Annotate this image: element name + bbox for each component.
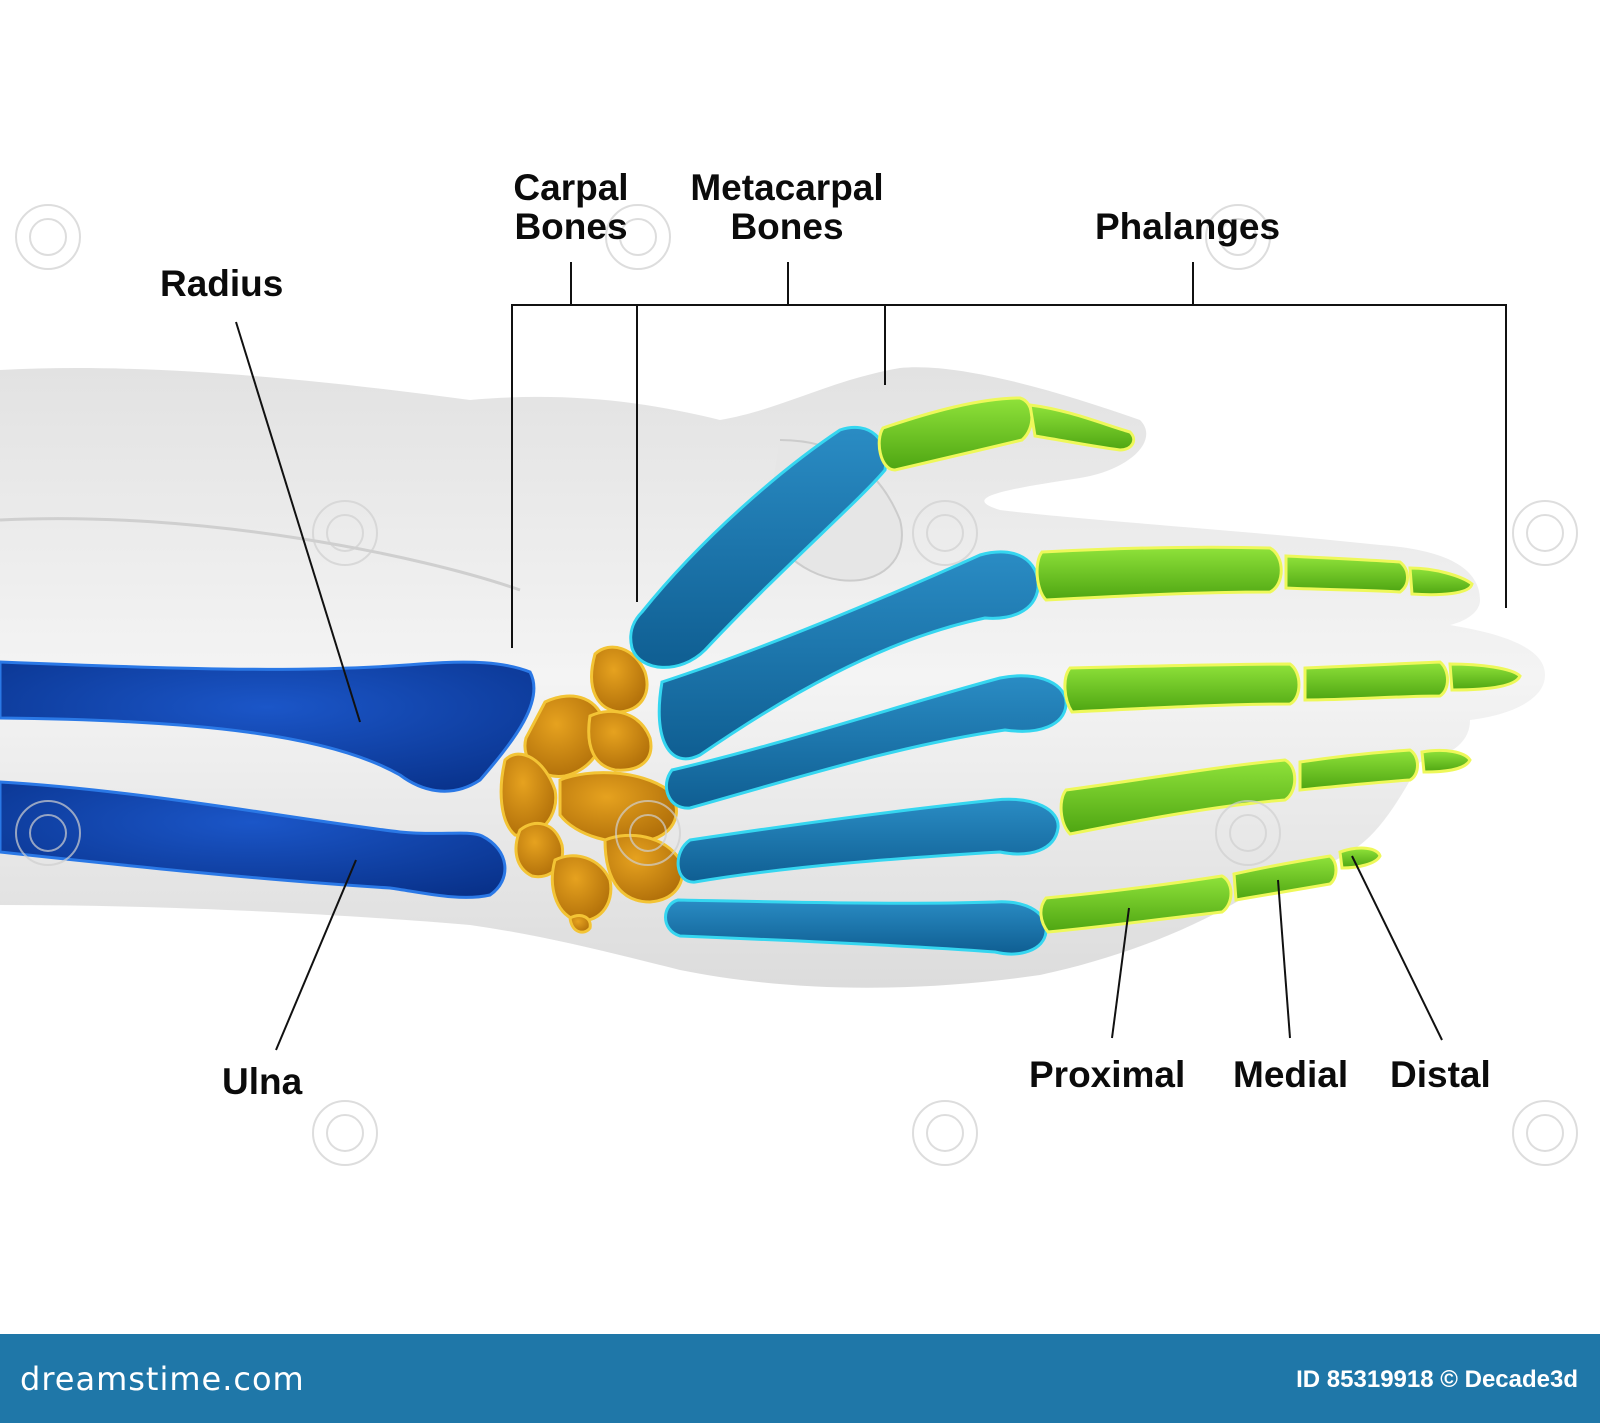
- label-medial: Medial: [1233, 1054, 1349, 1095]
- label-carpal-bones: Carpal Bones: [508, 168, 634, 246]
- footer-bar: dreamstime.com ID 85319918 © Decade3d: [0, 1334, 1600, 1423]
- label-radius: Radius: [160, 263, 284, 304]
- watermark-logos: [15, 204, 1578, 1166]
- label-carpal-line2: Bones: [514, 206, 628, 247]
- footer-brand: dreamstime.com: [20, 1360, 305, 1398]
- radius-bone: [0, 660, 536, 793]
- phalanges-bones: [877, 396, 1522, 934]
- label-distal: Distal: [1390, 1054, 1491, 1095]
- footer-credit: ID 85319918 © Decade3d: [1296, 1366, 1578, 1393]
- label-proximal: Proximal: [1029, 1054, 1186, 1095]
- label-phalanges: Phalanges: [1095, 206, 1281, 247]
- carpal-bones: [499, 645, 684, 934]
- label-metacarpal-line1: Metacarpal: [690, 167, 884, 208]
- label-leader-lines: [235, 262, 1507, 1051]
- ulna-bone: [0, 780, 507, 899]
- label-metacarpal-line2: Bones: [730, 206, 844, 247]
- metacarpal-bones: [629, 425, 1068, 956]
- label-carpal-line1: Carpal: [513, 167, 629, 208]
- label-metacarpal-bones: Metacarpal Bones: [680, 168, 894, 246]
- label-ulna: Ulna: [222, 1061, 303, 1102]
